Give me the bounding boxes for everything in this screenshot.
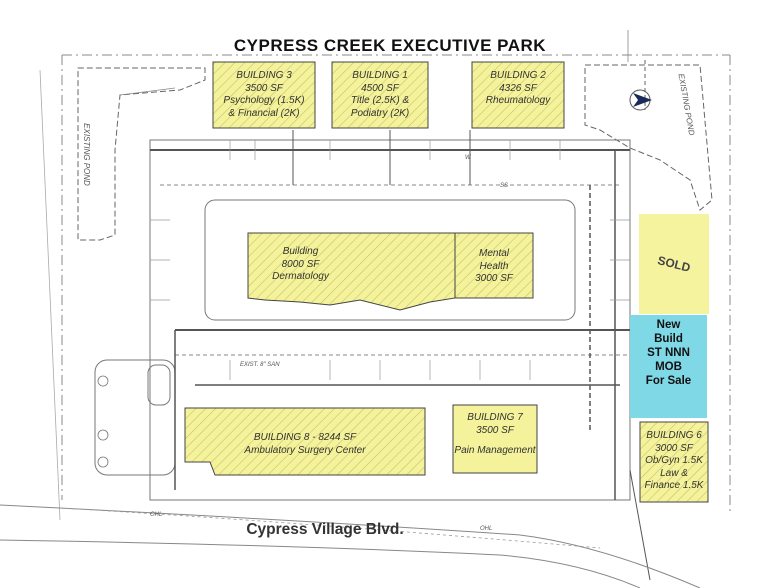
ohl-label-east: OHL	[480, 526, 493, 532]
new-build-lot	[630, 315, 707, 418]
building-6-footprint	[639, 421, 709, 503]
park-title: CYPRESS CREEK EXECUTIVE PARK	[233, 36, 547, 55]
pond-label-west: EXISTING POND	[81, 123, 91, 186]
ohl-label-west: OHL	[150, 512, 163, 518]
north-arrow-icon	[629, 89, 652, 111]
building-7-footprint	[452, 404, 538, 474]
sold-lot	[639, 214, 709, 314]
water-label: W	[465, 155, 471, 161]
ss-label: SS	[500, 183, 509, 189]
building-3-footprint	[212, 61, 316, 129]
building-mental-health-footprint	[454, 232, 534, 299]
building-1-footprint	[331, 61, 429, 129]
building-2-footprint	[471, 61, 565, 129]
street-name: Cypress Village Blvd.	[246, 521, 404, 538]
sanitary-label: EXIST. 8" SAN	[240, 362, 280, 368]
building-8-footprint	[184, 407, 426, 476]
